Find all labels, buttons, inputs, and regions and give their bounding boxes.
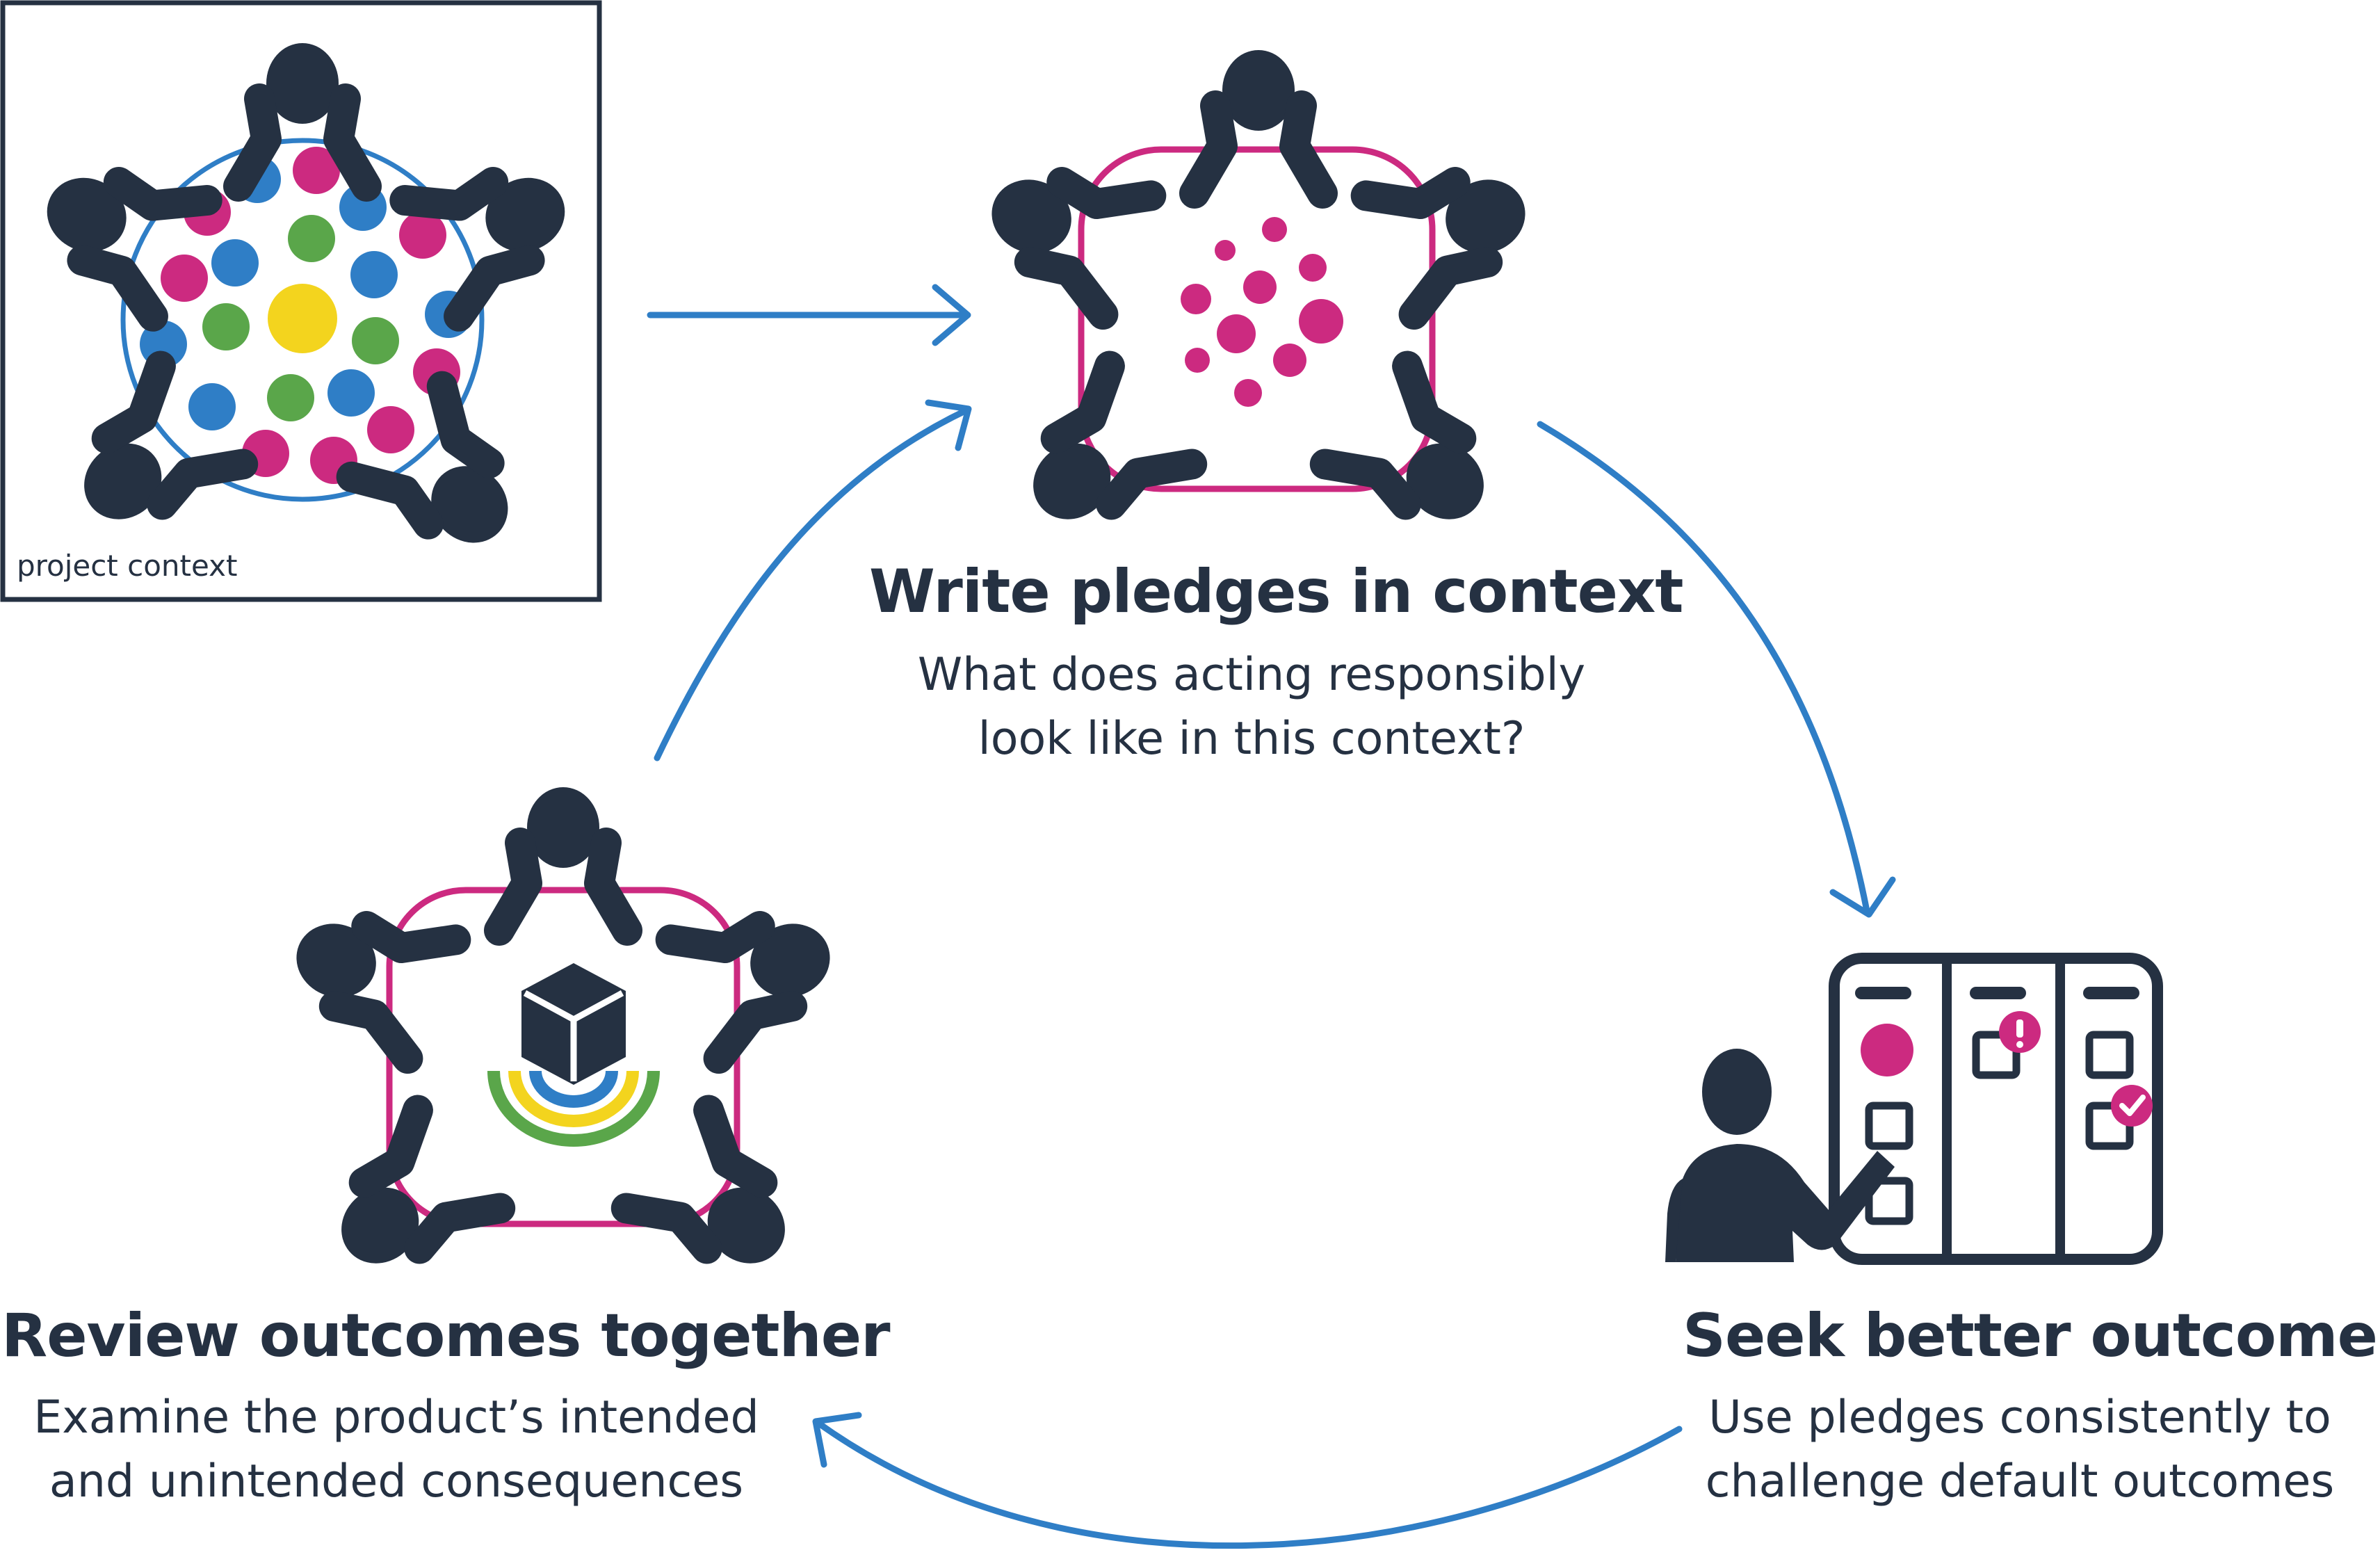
cycle-arrows — [647, 284, 1896, 1549]
review-outcomes-description: Examine the product’s intended and unint… — [0, 1386, 793, 1514]
review-outcomes-line2: and unintended consequences — [49, 1455, 744, 1508]
seek-outcomes-title: Seek better outcomes — [1683, 1301, 2380, 1371]
person-at-kanban-board-icon — [1665, 953, 2163, 1265]
arrow-context-to-write — [647, 284, 971, 346]
write-pledges-line1: What does acting responsibly — [917, 649, 1586, 701]
review-outcomes-line1: Examine the product’s intended — [33, 1391, 759, 1444]
check-badge-icon — [2111, 1085, 2153, 1127]
write-pledges-title: Write pledges in context — [869, 557, 1684, 627]
write-pledges-line2: look like in this context? — [978, 713, 1525, 765]
kanban-board — [1829, 953, 2163, 1265]
presenter-icon — [1665, 1049, 1895, 1262]
seek-outcomes-line2: challenge default outcomes — [1705, 1455, 2335, 1508]
project-context-label: project context — [17, 549, 238, 583]
people-around-pledge-table-icon — [970, 50, 1546, 556]
people-around-product-table-icon — [275, 787, 851, 1300]
arrow-write-to-seek — [1537, 421, 1896, 918]
project-context-panel — [0, 0, 599, 602]
write-pledges-description: What does acting responsibly look like i… — [841, 643, 1662, 771]
review-outcomes-title: Review outcomes together — [1, 1301, 891, 1371]
arrow-seek-to-review — [812, 1412, 1683, 1549]
people-around-round-table-icon — [23, 43, 589, 578]
seek-outcomes-line1: Use pledges consistently to — [1708, 1391, 2331, 1444]
arrow-review-to-write — [654, 399, 972, 761]
seek-outcomes-description: Use pledges consistently to challenge de… — [1669, 1386, 2371, 1514]
